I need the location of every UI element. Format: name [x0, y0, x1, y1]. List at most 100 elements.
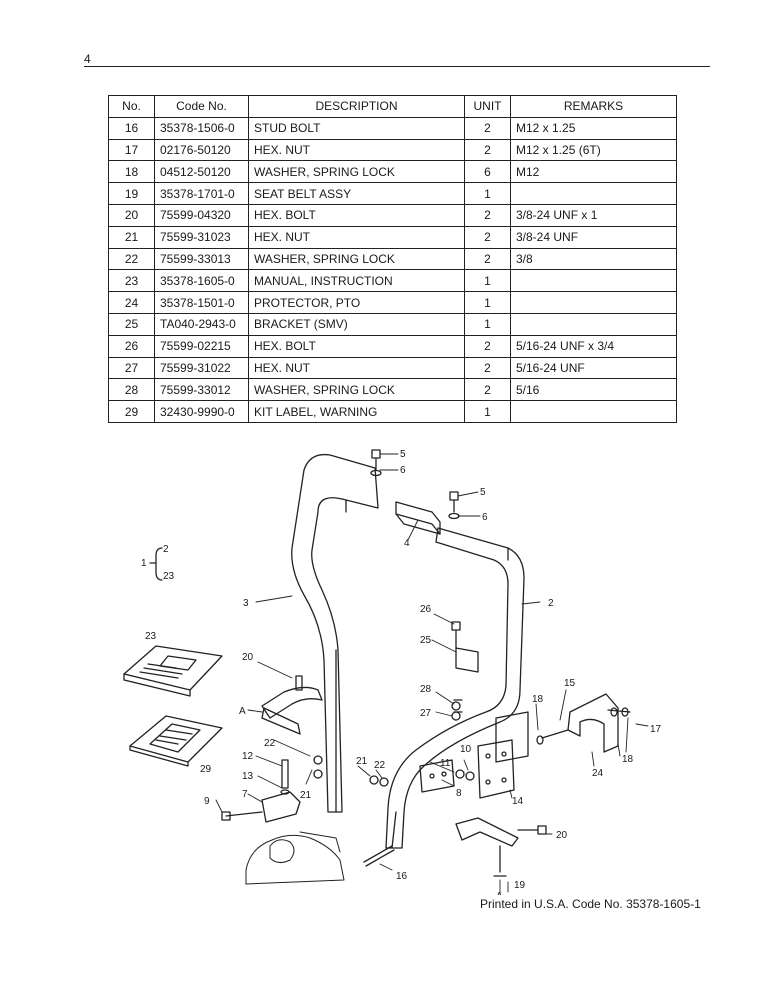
cell-remarks: 5/16-24 UNF x 3/4 — [510, 334, 677, 358]
callout-16: 16 — [396, 871, 408, 882]
col-header-no: No. — [108, 95, 155, 118]
callout-23-group: 23 — [163, 571, 175, 582]
cell-unit: 1 — [464, 291, 511, 314]
cell-remarks: 3/8-24 UNF x 1 — [510, 203, 677, 227]
cell-description: KIT LABEL, WARNING — [248, 400, 465, 423]
cell-no: 22 — [108, 247, 155, 271]
cell-unit: 1 — [464, 182, 511, 205]
stud-bolt — [363, 845, 395, 867]
cell-unit: 2 — [464, 225, 511, 249]
callout-27: 27 — [420, 708, 432, 719]
callout-6-right: 6 — [482, 512, 488, 523]
cell-description: BRACKET (SMV) — [248, 312, 465, 336]
cell-code: TA040-2943-0 — [154, 312, 249, 336]
cell-unit: 2 — [464, 247, 511, 271]
rops-frame — [291, 453, 525, 849]
cell-unit: 1 — [464, 400, 511, 423]
fasteners — [295, 675, 475, 787]
cell-remarks — [510, 400, 677, 423]
cell-unit: 6 — [464, 160, 511, 184]
callout-20-upper: 20 — [242, 652, 254, 663]
callout-29: 29 — [200, 764, 212, 775]
callout-17: 17 — [650, 724, 662, 735]
pto-protector — [536, 693, 631, 753]
cell-description: PROTECTOR, PTO — [248, 291, 465, 314]
callout-15: 15 — [564, 678, 576, 689]
cell-no: 16 — [108, 116, 155, 140]
cell-no: 17 — [108, 138, 155, 162]
cell-description: WASHER, SPRING LOCK — [248, 160, 465, 184]
cell-code: 75599-02215 — [154, 334, 249, 358]
cell-description: HEX. NUT — [248, 356, 465, 380]
cell-unit: 2 — [464, 378, 511, 402]
callout-18-left: 18 — [532, 694, 544, 705]
callout-13: 13 — [242, 771, 254, 782]
cell-unit: 2 — [464, 138, 511, 162]
top-connector — [395, 501, 441, 535]
tractor-sketch — [245, 831, 345, 885]
cell-no: 21 — [108, 225, 155, 249]
cell-no: 18 — [108, 160, 155, 184]
callout-24: 24 — [592, 768, 604, 779]
rops-exploded-diagram: 1 2 23 2 3 4 5 5 6 6 7 8 9 10 11 12 13 1… — [123, 449, 662, 895]
page-number: 4 — [84, 52, 91, 66]
callout-26: 26 — [420, 604, 432, 615]
cell-code: 75599-33012 — [154, 378, 249, 402]
cell-code: 04512-50120 — [154, 160, 249, 184]
callout-5-left: 5 — [400, 449, 406, 460]
cell-code: 75599-31023 — [154, 225, 249, 249]
callout-5-right: 5 — [480, 487, 486, 498]
cell-no: 25 — [108, 312, 155, 336]
cell-no: 26 — [108, 334, 155, 358]
cell-remarks — [510, 182, 677, 205]
callout-4: 4 — [404, 538, 410, 549]
cell-description: STUD BOLT — [248, 116, 465, 140]
callout-21-left: 21 — [300, 790, 312, 801]
callout-a-lower: A — [496, 891, 503, 895]
cell-code: 35378-1506-0 — [154, 116, 249, 140]
callout-21-mid: 21 — [356, 756, 368, 767]
cell-code: 32430-9990-0 — [154, 400, 249, 423]
cell-no: 19 — [108, 182, 155, 205]
cell-no: 28 — [108, 378, 155, 402]
col-header-description: DESCRIPTION — [248, 95, 465, 118]
cell-description: HEX. NUT — [248, 225, 465, 249]
instruction-manual — [123, 645, 223, 697]
cell-remarks — [510, 269, 677, 293]
cell-code: 75599-33013 — [154, 247, 249, 271]
callout-3: 3 — [243, 598, 249, 609]
top-bolts — [370, 449, 460, 520]
cell-code: 35378-1605-0 — [154, 269, 249, 293]
callout-14: 14 — [512, 796, 524, 807]
cell-no: 20 — [108, 203, 155, 227]
callout-22-left: 22 — [264, 738, 276, 749]
callout-6-left: 6 — [400, 465, 406, 476]
callout-a-left: A — [239, 706, 246, 717]
cell-code: 75599-31022 — [154, 356, 249, 380]
table-header-row: No. Code No. DESCRIPTION UNIT REMARKS — [108, 95, 677, 118]
cell-remarks — [510, 291, 677, 314]
cell-description: SEAT BELT ASSY — [248, 182, 465, 205]
left-lower-bracket — [221, 759, 301, 823]
callout-18-right: 18 — [622, 754, 634, 765]
callout-1: 1 — [141, 558, 147, 569]
cell-code: 02176-50120 — [154, 138, 249, 162]
callout-11: 11 — [440, 758, 451, 769]
cell-description: WASHER, SPRING LOCK — [248, 247, 465, 271]
callout-2-group: 2 — [163, 544, 169, 555]
col-header-code: Code No. — [154, 95, 249, 118]
callout-9: 9 — [204, 796, 210, 807]
callout-10: 10 — [460, 744, 472, 755]
cell-description: WASHER, SPRING LOCK — [248, 378, 465, 402]
